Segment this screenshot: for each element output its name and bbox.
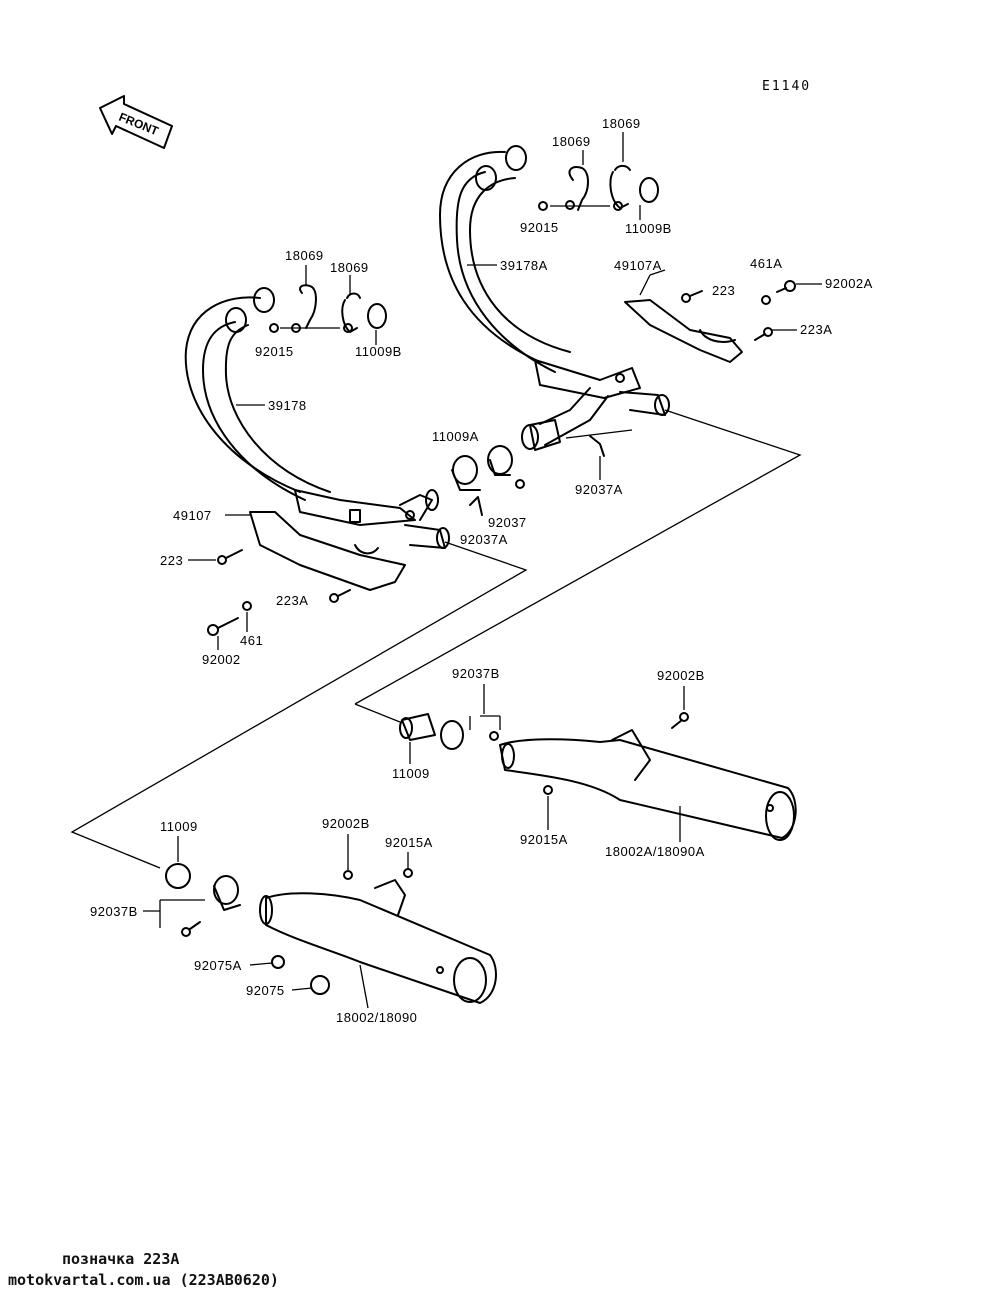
label-92037b: 92037B — [452, 666, 500, 681]
front-arrow: FRONT — [99, 95, 173, 149]
front-label: FRONT — [117, 110, 161, 139]
label-11009: 11009 — [392, 766, 430, 781]
label-223: 223 — [712, 283, 735, 298]
label-92002b: 92002B — [322, 816, 370, 831]
label-18069: 18069 — [330, 260, 369, 275]
label-39178a: 39178A — [500, 258, 548, 273]
label-39178: 39178 — [268, 398, 307, 413]
label-92037: 92037 — [488, 515, 527, 530]
label-11009b: 11009B — [625, 221, 672, 236]
label-461: 461 — [240, 633, 263, 648]
label-92015: 92015 — [255, 344, 294, 359]
label-18069: 18069 — [552, 134, 591, 149]
label-18069: 18069 — [602, 116, 641, 131]
label-18069: 18069 — [285, 248, 324, 263]
label-11009: 11009 — [160, 819, 198, 834]
label-223a: 223A — [800, 322, 832, 337]
header-pipe-right — [439, 145, 670, 451]
label-18002a-18090a: 18002A/18090A — [605, 844, 705, 859]
label-92037a: 92037A — [460, 532, 508, 547]
heat-shield-right — [624, 269, 743, 363]
label-223a: 223A — [276, 593, 308, 608]
muffler-left — [159, 863, 497, 1004]
label-11009a: 11009A — [432, 429, 479, 444]
label-92037a: 92037A — [575, 482, 623, 497]
caption-source: motokvartal.com.ua (223AB0620) — [8, 1271, 279, 1289]
label-49107a: 49107A — [614, 258, 662, 273]
label-92075: 92075 — [246, 983, 285, 998]
flange-clamp-right — [538, 132, 659, 220]
label-92037b: 92037B — [90, 904, 138, 919]
label-92015: 92015 — [520, 220, 559, 235]
label-92002: 92002 — [202, 652, 241, 667]
label-92015a: 92015A — [520, 832, 568, 847]
label-92015a: 92015A — [385, 835, 433, 850]
label-18002-18090: 18002/18090 — [336, 1010, 417, 1025]
label-92075a: 92075A — [194, 958, 242, 973]
flange-clamp-left — [269, 265, 387, 345]
muffler-right — [399, 712, 797, 841]
label-223: 223 — [160, 553, 183, 568]
label-461a: 461A — [750, 256, 782, 271]
label-92002a: 92002A — [825, 276, 873, 291]
caption-part-mark: позначка 223A — [62, 1250, 180, 1268]
header-pipe-left — [184, 287, 450, 549]
part-labels: 18069 18069 92015 11009B 18069 18069 920… — [90, 116, 873, 1025]
heat-shield-left — [225, 511, 406, 591]
diagram-code: E1140 — [762, 79, 811, 94]
label-92002b: 92002B — [657, 668, 705, 683]
bolts — [207, 280, 796, 636]
label-11009b: 11009B — [355, 344, 402, 359]
leader-lines — [70, 409, 802, 869]
connector-pipe-middle — [451, 435, 605, 516]
label-49107: 49107 — [173, 508, 212, 523]
